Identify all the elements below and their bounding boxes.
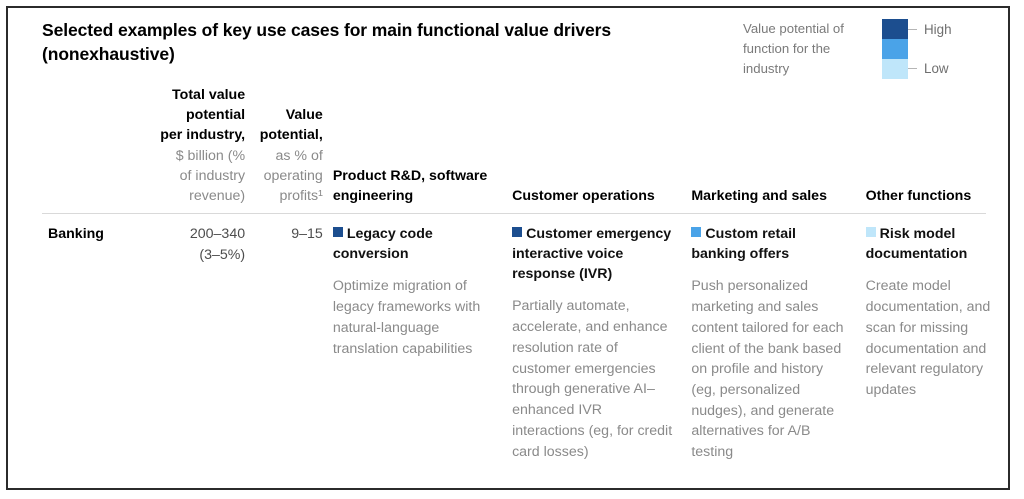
industry-name: Banking <box>48 226 104 242</box>
legend-caption: Value potential of function for the indu… <box>743 21 844 77</box>
legend-swatch-high <box>882 19 908 39</box>
legend-swatch-stack <box>882 19 908 79</box>
value-level-square-icon <box>865 227 876 237</box>
exhibit-card: Selected examples of key use cases for m… <box>6 6 1010 490</box>
value-level-square-icon <box>512 227 523 237</box>
column-header-customer-operations: Customer operations <box>512 187 655 204</box>
use-case-description: Create model documentation, and scan for… <box>865 278 991 398</box>
legend-label-high: High <box>924 22 952 37</box>
cell-value-potential: 9–15 <box>291 226 323 242</box>
use-case-title: Customer emergency interactive voice res… <box>512 226 672 283</box>
table-body: Banking 200–340(3–5%) 9–15 Legacy code conv… <box>8 214 1008 463</box>
use-case-title: Risk model documentation <box>865 226 968 263</box>
column-header-other-functions: Other functions <box>865 187 972 204</box>
row-label-industry: Banking <box>8 224 128 245</box>
value-level-square-icon <box>691 227 702 237</box>
legend: Value potential of function for the indu… <box>743 19 998 79</box>
header-band: Selected examples of key use cases for m… <box>8 8 1008 86</box>
header-divider <box>42 213 986 214</box>
page-title: Selected examples of key use cases for m… <box>42 20 612 65</box>
use-case-description: Push personalized marketing and sales co… <box>691 278 844 461</box>
legend-swatch-low <box>882 59 908 79</box>
value-level-square-icon <box>332 227 343 237</box>
legend-labels: High Low <box>908 19 998 79</box>
use-case-title: Custom retail banking offers <box>691 226 797 263</box>
cell-total-value: 200–340(3–5%) <box>189 226 246 263</box>
column-header-marketing-and-sales: Marketing and sales <box>691 187 827 204</box>
legend-scale: High Low <box>882 19 998 79</box>
legend-swatch-mid <box>882 39 908 59</box>
legend-entry-low: Low <box>908 61 949 76</box>
use-case-title: Legacy code conversion <box>332 226 433 263</box>
legend-entry-high: High <box>908 22 952 37</box>
cell-customer-operations: Customer emergency interactive voice res… <box>512 224 691 462</box>
table-row: Banking 200–340(3–5%) 9–15 Legacy code conv… <box>8 214 1008 463</box>
legend-label-low: Low <box>924 61 949 76</box>
use-case-description: Partially automate, accelerate, and enha… <box>512 298 673 460</box>
legend-dash-icon <box>908 67 917 70</box>
use-case-description: Optimize migration of legacy frameworks … <box>332 278 481 357</box>
legend-dash-icon <box>908 28 917 31</box>
column-header-product-rd: Product R&D, software engineering <box>332 167 488 204</box>
